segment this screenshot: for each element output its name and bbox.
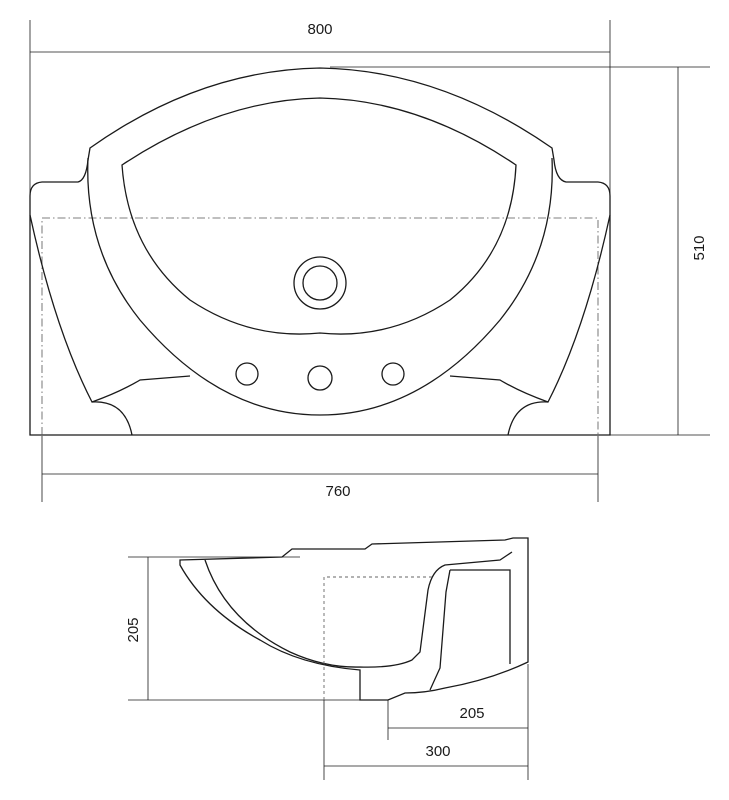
inner-basin [121, 97, 517, 335]
tap-hole-right [381, 362, 405, 386]
tap-hole-left [235, 362, 259, 386]
bowl-outer-curve [87, 157, 553, 416]
left-foot [91, 401, 133, 436]
tap-hole-center [307, 365, 333, 391]
dim-drain-offset: 205 [387, 664, 529, 780]
left-wing [29, 214, 191, 403]
dim-overall-depth: 510 [330, 66, 710, 436]
mount-depth-label: 300 [425, 743, 450, 760]
inner-width-label: 760 [325, 483, 350, 500]
overall-depth-label: 510 [691, 235, 708, 260]
drain-outer [293, 256, 347, 310]
countertop-hidden [323, 576, 435, 700]
overall-width-label: 800 [307, 21, 332, 38]
dim-inner-width: 760 [41, 436, 599, 502]
right-foot [507, 401, 549, 436]
side-view: 205 205 300 [125, 537, 529, 780]
drain-offset-label: 205 [459, 705, 484, 722]
wall-bracket [450, 569, 511, 664]
right-wing [449, 214, 611, 403]
sink-profile-inner [204, 551, 513, 668]
sink-profile-outline [179, 537, 529, 701]
mounting-hidden-line [41, 217, 599, 435]
dim-side-height: 205 [125, 556, 360, 701]
sink-base-outline [29, 67, 611, 436]
side-height-label: 205 [125, 617, 142, 642]
bracket-inner [429, 569, 451, 691]
drain-inner [302, 265, 338, 301]
dim-mount-depth: 300 [323, 700, 528, 780]
top-view: 800 510 760 [29, 20, 710, 502]
dim-overall-width: 800 [29, 20, 611, 435]
